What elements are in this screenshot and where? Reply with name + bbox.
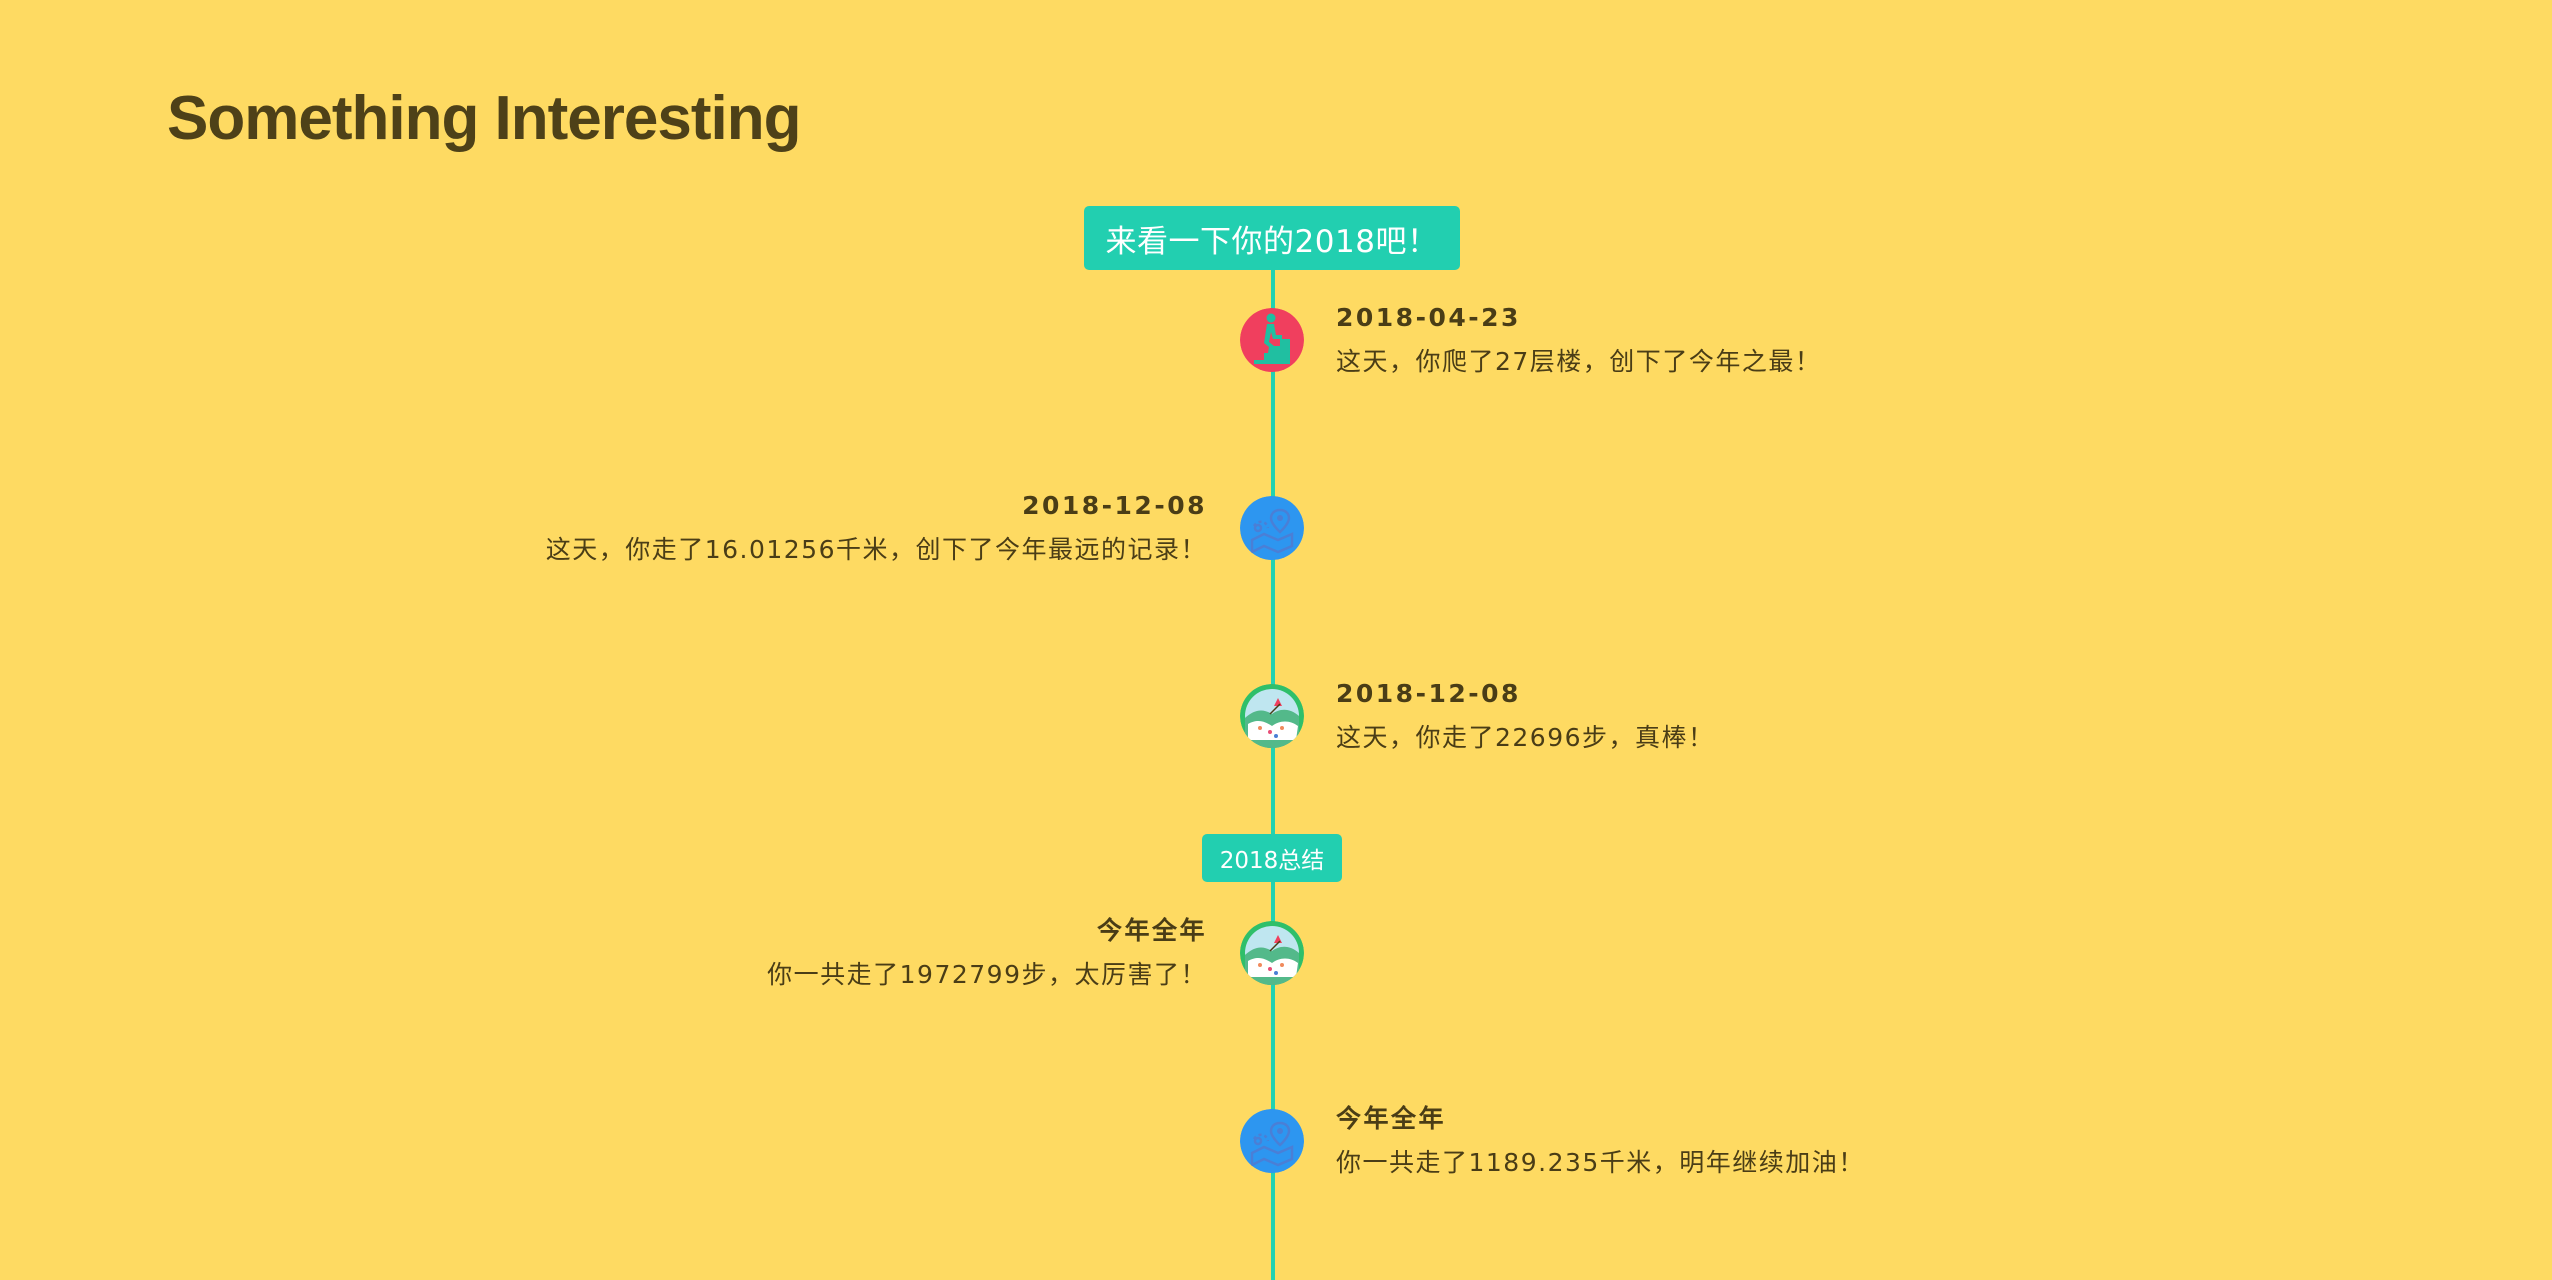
event-description: 你一共走了1189.235千米，明年继续加油！ — [1336, 1148, 1865, 1177]
event-description: 这天，你走了16.01256千米，创下了今年最远的记录！ — [545, 535, 1207, 564]
summary-badge: 2018总结 — [1202, 834, 1342, 882]
timeline-event: 今年全年 你一共走了1972799步，太厉害了！ — [427, 914, 1207, 992]
event-description: 这天，你走了22696步，真棒！ — [1336, 723, 1715, 752]
timeline-year-header: 来看一下你的2018吧！ — [1084, 206, 1460, 270]
timeline-event: 2018-12-08 这天，你走了22696步，真棒！ — [1336, 677, 2116, 755]
event-description: 你一共走了1972799步，太厉害了！ — [767, 960, 1207, 989]
event-date: 2018-04-23 — [1336, 303, 1521, 332]
event-description: 这天，你爬了27层楼，创下了今年之最！ — [1336, 347, 1822, 376]
footsteps-landscape-icon — [1240, 921, 1304, 985]
event-date: 2018-12-08 — [1336, 679, 1521, 708]
footsteps-landscape-icon — [1240, 684, 1304, 748]
route-map-icon — [1240, 496, 1304, 560]
timeline-line — [1271, 270, 1275, 1280]
event-date: 2018-12-08 — [1022, 491, 1207, 520]
route-map-icon — [1240, 1109, 1304, 1173]
stairs-climbing-icon — [1240, 308, 1304, 372]
timeline-event: 2018-12-08 这天，你走了16.01256千米，创下了今年最远的记录！ — [427, 489, 1207, 567]
timeline-event: 今年全年 你一共走了1189.235千米，明年继续加油！ — [1336, 1102, 2116, 1180]
event-date: 今年全年 — [1336, 1104, 1447, 1133]
event-date: 今年全年 — [1096, 916, 1207, 945]
page-title: Something Interesting — [167, 84, 801, 153]
timeline-event: 2018-04-23 这天，你爬了27层楼，创下了今年之最！ — [1336, 301, 2116, 379]
